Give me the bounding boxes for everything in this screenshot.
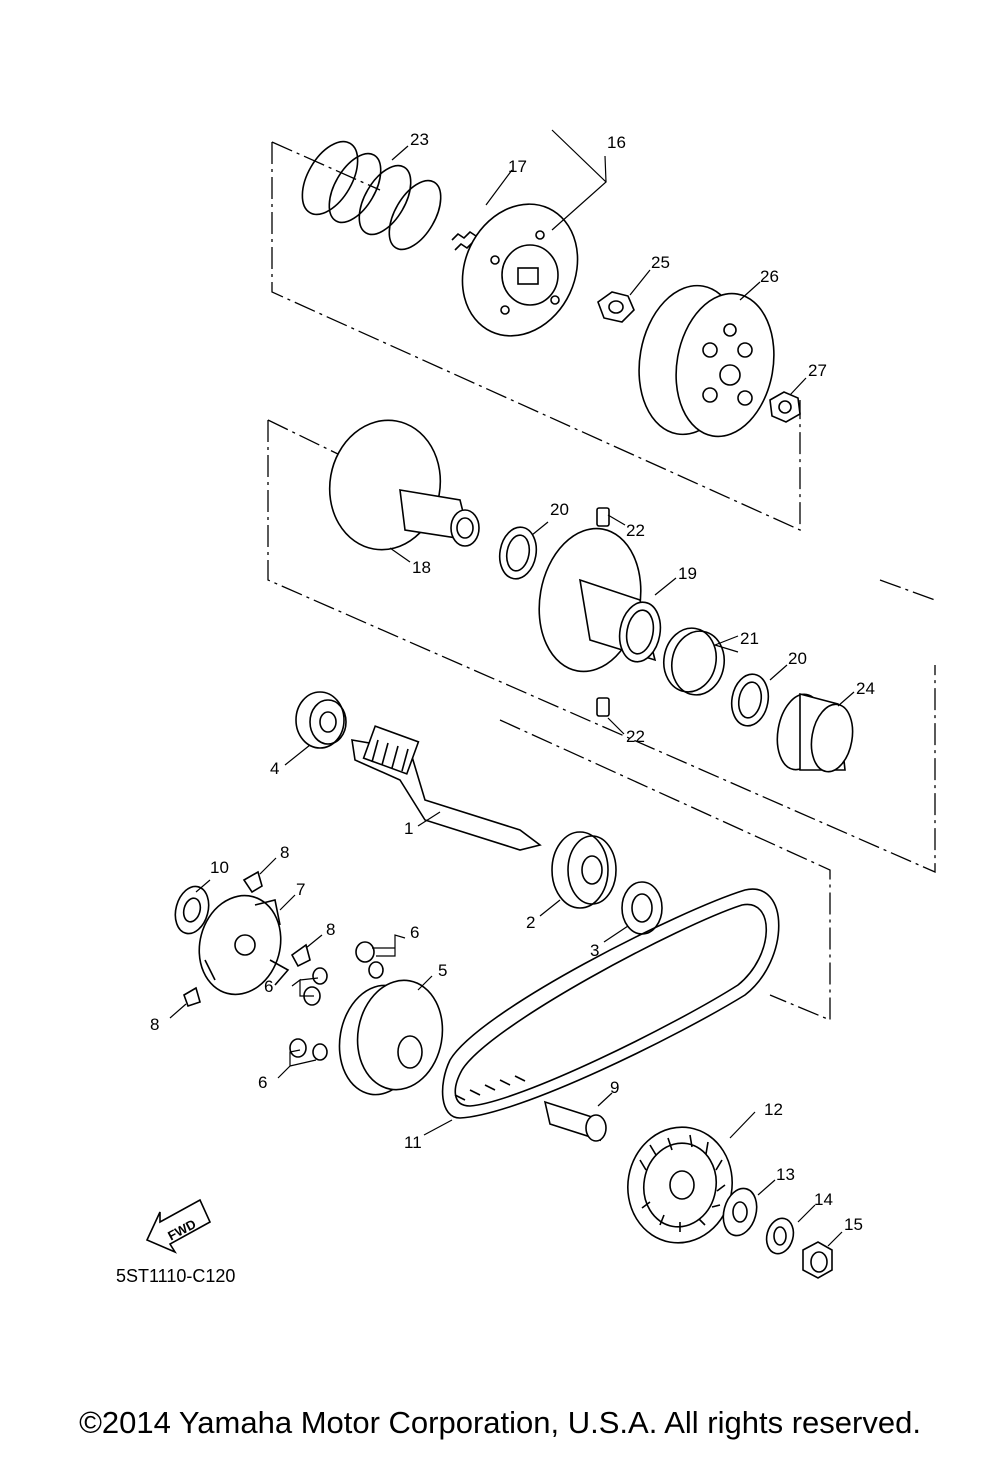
callout-1: 1 [404,819,413,838]
washer-14 [765,1217,795,1255]
collar [776,692,854,773]
callout-8b: 8 [326,920,335,939]
slider-8b [290,943,311,968]
callout-20b: 20 [788,649,807,668]
callout-24: 24 [856,679,875,698]
callout-27: 27 [808,361,827,380]
callout-6c: 6 [258,1073,267,1092]
callout-15: 15 [844,1215,863,1234]
copyright-notice: ©2014 Yamaha Motor Corporation, U.S.A. A… [79,1405,921,1440]
callout-22b: 22 [626,727,645,746]
callout-25: 25 [651,253,670,272]
assembly-boundary-lines [267,141,936,1021]
washer-10 [174,885,210,935]
callout-11: 11 [404,1133,422,1152]
clutch-carrier [461,203,579,337]
guide-pin-lower [596,697,610,717]
guide-pin-upper [596,507,610,527]
callout-6a: 6 [410,923,419,942]
nut-25 [597,291,635,323]
callout-16: 16 [607,133,626,152]
weight-set-a [355,941,384,979]
v-belt [441,888,780,1119]
callout-labels: 23 16 17 25 26 27 20 22 18 19 21 20 24 2… [150,130,875,1234]
callout-21: 21 [740,629,759,648]
fan-sheave [627,1126,733,1244]
slider-8a [242,870,263,894]
cam-7 [198,894,290,996]
o-rings [662,627,726,696]
oil-seal-upper [498,526,538,580]
callout-7: 7 [296,880,305,899]
oil-seal-3 [621,881,663,935]
callout-2: 2 [526,913,535,932]
bearing-4 [295,691,347,749]
weight-set-c [289,1038,328,1061]
clutch-housing [638,284,775,438]
clutch-spring [301,140,442,251]
callout-26: 26 [760,267,779,286]
nut-27 [769,391,801,423]
movable-sheave [338,979,444,1096]
callout-3: 3 [590,941,599,960]
callout-20a: 20 [550,500,569,519]
ratchet-13 [722,1187,758,1237]
weight-set-b [303,967,328,1006]
primary-shaft [351,725,542,851]
callout-10: 10 [210,858,229,877]
part-code: 5ST1110-C120 [116,1266,235,1286]
fixed-sheave [328,419,480,551]
callout-23: 23 [410,130,429,149]
oil-seal-lower [730,673,770,727]
fwd-arrow: FWD [145,1198,212,1254]
sliding-sheave [538,527,662,673]
callout-4: 4 [270,759,279,778]
callout-6b: 6 [264,977,273,996]
callout-22a: 22 [626,521,645,540]
bearing-2 [551,831,617,909]
callout-13: 13 [776,1165,795,1184]
collar-9 [543,1100,607,1142]
callout-8c: 8 [150,1015,159,1034]
callout-14: 14 [814,1190,833,1209]
callout-18: 18 [412,558,431,577]
leader-lines [169,129,855,1247]
callout-9: 9 [610,1078,619,1097]
callout-8a: 8 [280,843,289,862]
callout-19: 19 [678,564,697,583]
nut-15 [802,1241,833,1279]
callout-5: 5 [438,961,447,980]
callout-17: 17 [508,157,527,176]
callout-12: 12 [764,1100,783,1119]
slider-8c [183,986,201,1008]
